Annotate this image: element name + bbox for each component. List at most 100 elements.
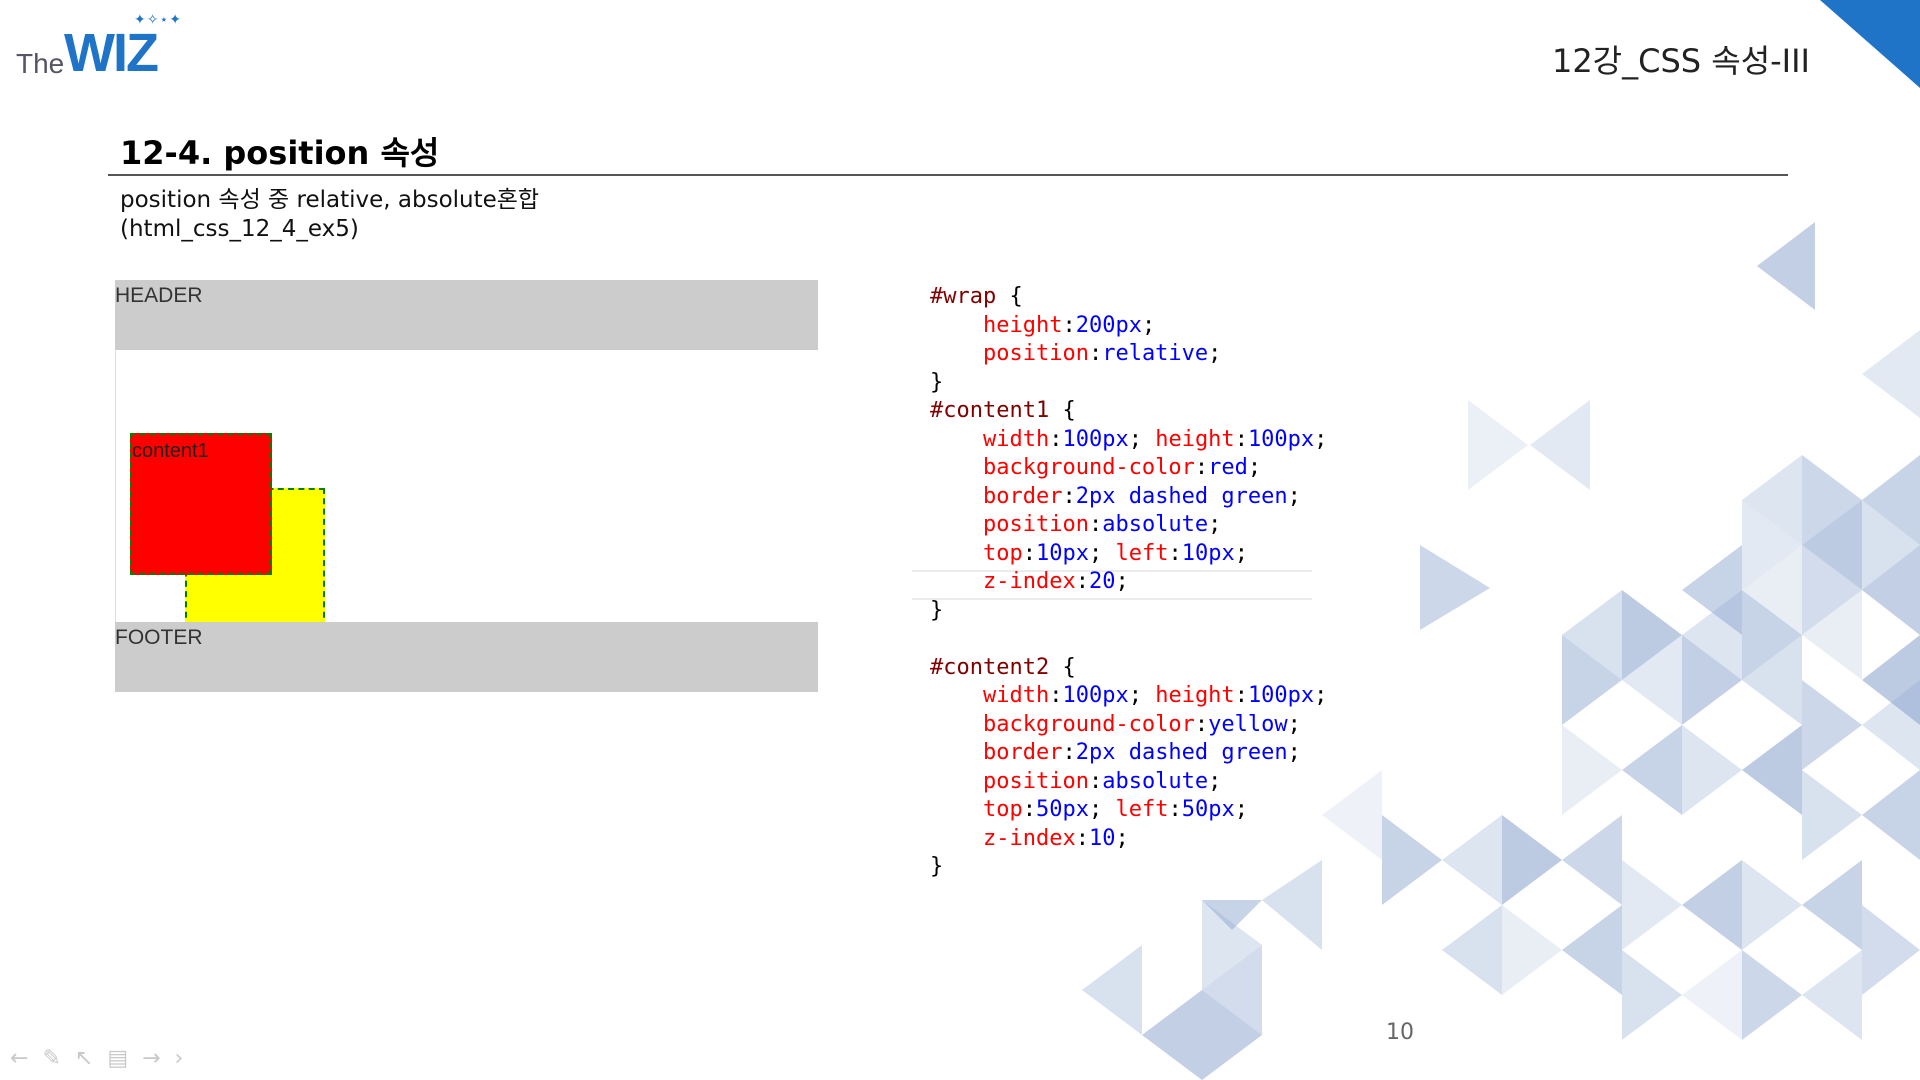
code-line: z-index:20;: [930, 568, 1327, 597]
code-token: ;: [1234, 540, 1248, 566]
next-icon[interactable]: ›: [174, 1046, 198, 1071]
code-line: border:2px dashed green;: [930, 739, 1327, 768]
code-token: width: [982, 426, 1050, 452]
code-line: width:100px; height:100px;: [930, 426, 1327, 455]
code-token: ;: [1208, 341, 1222, 366]
code-token: 100px: [1247, 426, 1315, 452]
code-line: #content1 {: [930, 397, 1327, 426]
code-token: :: [1022, 540, 1036, 566]
code-token: [930, 769, 983, 794]
code-token: #wrap: [930, 284, 997, 309]
demo-header-label: HEADER: [115, 284, 203, 307]
code-token: [930, 512, 983, 537]
code-token: 200px: [1075, 312, 1142, 338]
code-token: 2px dashed green: [1075, 483, 1288, 509]
code-token: {: [996, 284, 1023, 309]
code-token: {: [1049, 398, 1076, 423]
logo-the-text: The: [16, 48, 65, 79]
code-token: :: [1234, 683, 1248, 708]
code-token: [930, 313, 983, 338]
code-token: ;: [1247, 455, 1262, 480]
code-line: #wrap {: [930, 283, 1327, 312]
code-token: 10px: [1181, 540, 1235, 566]
code-token: left: [1115, 797, 1169, 822]
code-token: ;: [1141, 312, 1156, 338]
code-token: ;: [1287, 711, 1301, 737]
code-line: }: [930, 369, 1327, 398]
code-token: position: [982, 768, 1089, 794]
code-token: ;: [1314, 683, 1328, 708]
code-line: background-color:yellow;: [930, 711, 1327, 740]
code-token: width: [982, 683, 1050, 708]
code-line: }: [930, 853, 1327, 882]
code-token: ;: [1208, 768, 1222, 794]
code-line: [930, 625, 1327, 654]
corner-triangle-decoration: [1820, 0, 1920, 88]
position-demo: HEADER content1 FOOTER: [115, 280, 818, 692]
code-token: 10: [1088, 825, 1116, 851]
code-line: background-color:red;: [930, 454, 1327, 483]
code-token: :: [1062, 312, 1076, 338]
back-arrow-icon[interactable]: ←: [10, 1046, 43, 1071]
code-line: #content2 {: [930, 654, 1327, 683]
pointer-icon[interactable]: ↖: [74, 1046, 108, 1071]
demo-content1-box: content1: [130, 433, 272, 575]
section-title: 12-4. position 속성: [120, 134, 440, 172]
code-token: z-index: [982, 569, 1076, 594]
description-line: (html_css_12_4_ex5): [120, 216, 359, 242]
code-token: 100px: [1062, 683, 1129, 708]
code-line: height:200px;: [930, 312, 1327, 341]
code-token: yellow: [1208, 711, 1288, 737]
pen-icon[interactable]: ✎: [42, 1046, 75, 1071]
code-token: background-color: [982, 711, 1195, 737]
slide-nav-toolbar: ←✎↖▤→›: [10, 1046, 197, 1071]
code-token: absolute: [1102, 512, 1209, 537]
code-token: :: [1049, 426, 1063, 452]
current-line-highlight: [912, 570, 1312, 600]
code-line: width:100px; height:100px;: [930, 682, 1327, 711]
demo-content1-label: content1: [132, 440, 209, 462]
code-token: :: [1022, 797, 1036, 822]
code-token: [930, 484, 983, 509]
lecture-title: 12강_CSS 속성-III: [1551, 42, 1810, 80]
code-token: ;: [1208, 512, 1222, 537]
code-token: [930, 740, 983, 765]
code-token: :: [1088, 768, 1103, 794]
forward-arrow-icon[interactable]: →: [142, 1046, 175, 1071]
description: position 속성 중 relative, absolute혼합 (html…: [120, 186, 539, 244]
code-token: #content2: [930, 654, 1050, 680]
code-token: position: [982, 512, 1089, 537]
code-token: [930, 541, 983, 566]
code-token: [930, 341, 983, 366]
code-token: [930, 455, 983, 480]
code-token: height: [1155, 683, 1235, 708]
code-token: 50px: [1181, 797, 1235, 822]
code-token: }: [930, 597, 944, 623]
code-token: ;: [1128, 426, 1156, 452]
code-token: ;: [1115, 825, 1129, 851]
code-token: background-color: [982, 455, 1195, 480]
code-line: top:50px; left:50px;: [930, 796, 1327, 825]
code-token: }: [930, 369, 944, 395]
code-token: #content1: [930, 398, 1050, 423]
demo-header: HEADER: [115, 280, 818, 350]
logo-stars-icon: ✦✧⋆✦: [134, 12, 182, 28]
code-token: [930, 683, 983, 708]
code-token: height: [1155, 426, 1235, 452]
code-token: relative: [1102, 341, 1209, 366]
code-token: [930, 569, 983, 594]
code-token: ;: [1287, 483, 1301, 509]
code-token: 2px dashed green: [1075, 740, 1288, 765]
title-divider: [108, 174, 1788, 176]
code-token: :: [1075, 569, 1089, 594]
code-token: red: [1208, 455, 1248, 480]
code-line: }: [930, 597, 1327, 626]
code-token: [930, 826, 983, 851]
code-token: 10px: [1035, 540, 1089, 566]
code-line: position:relative;: [930, 340, 1327, 369]
slides-icon[interactable]: ▤: [107, 1046, 143, 1071]
code-token: :: [1088, 512, 1103, 537]
code-token: ;: [1128, 683, 1156, 708]
code-line: position:absolute;: [930, 768, 1327, 797]
